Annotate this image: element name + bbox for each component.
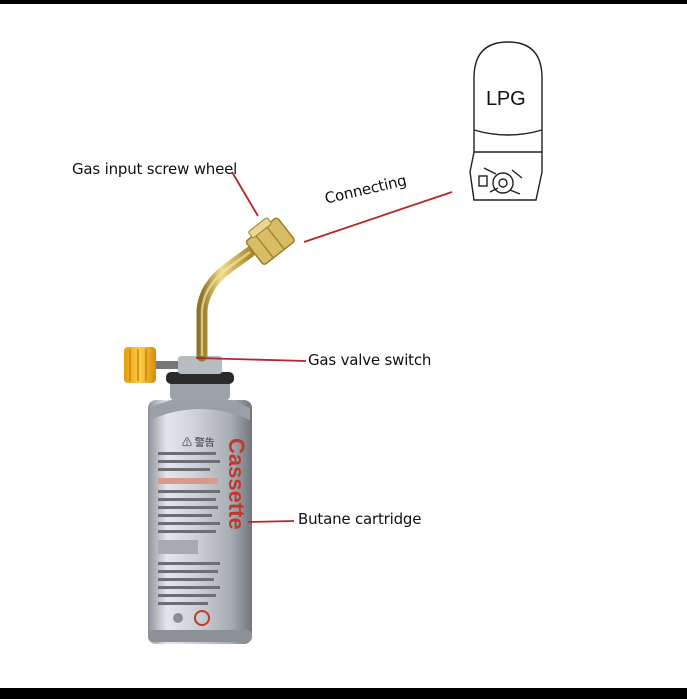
- leader-gas-input: [231, 171, 259, 217]
- cartridge-label-print: [158, 452, 220, 626]
- print-line: [158, 570, 218, 573]
- cartridge-collar: [166, 372, 234, 384]
- brass-tube: [196, 246, 256, 362]
- cartridge-warning: ⚠ 警告: [182, 436, 215, 449]
- valve-body: [178, 356, 222, 374]
- print-line: [158, 586, 220, 589]
- print-highlight: [158, 478, 218, 484]
- print-line: [158, 498, 216, 501]
- print-line: [158, 562, 220, 565]
- cartridge-shoulder: [150, 396, 250, 420]
- cartridge-neck: [170, 380, 230, 400]
- cartridge-base: [148, 630, 252, 642]
- leader-valve: [195, 357, 307, 362]
- print-line: [158, 594, 216, 597]
- print-line: [158, 452, 216, 455]
- valve-stem: [148, 361, 178, 369]
- print-symbol: [173, 613, 183, 623]
- label-gas-valve-switch: Gas valve switch: [308, 351, 432, 369]
- lpg-tank-outline: [473, 41, 543, 153]
- print-line: [158, 468, 210, 471]
- print-block: [158, 540, 198, 554]
- butane-cartridge: ⚠ 警告 Cassette: [148, 372, 252, 644]
- diagram-background: [0, 4, 687, 688]
- print-line: [158, 602, 208, 605]
- print-line: [158, 578, 214, 581]
- label-butane-cartridge: Butane cartridge: [298, 510, 422, 528]
- leader-butane: [247, 520, 295, 523]
- leader-lines: [195, 171, 453, 523]
- print-line: [158, 514, 212, 517]
- print-line: [158, 530, 216, 533]
- leader-connecting: [303, 191, 453, 243]
- recycle-mark: [194, 610, 210, 626]
- print-line: [158, 506, 218, 509]
- gas-valve-switch: [124, 347, 222, 383]
- cartridge-brand: Cassette: [224, 438, 249, 530]
- label-lpg: LPG: [486, 88, 526, 110]
- gas-input-screw-wheel: [245, 217, 295, 265]
- print-line: [158, 460, 220, 463]
- valve-knob: [124, 347, 156, 383]
- print-line: [158, 522, 220, 525]
- label-gas-input-screw-wheel: Gas input screw wheel: [72, 160, 238, 178]
- lpg-tank-sketch: [469, 41, 543, 201]
- print-line: [158, 490, 220, 493]
